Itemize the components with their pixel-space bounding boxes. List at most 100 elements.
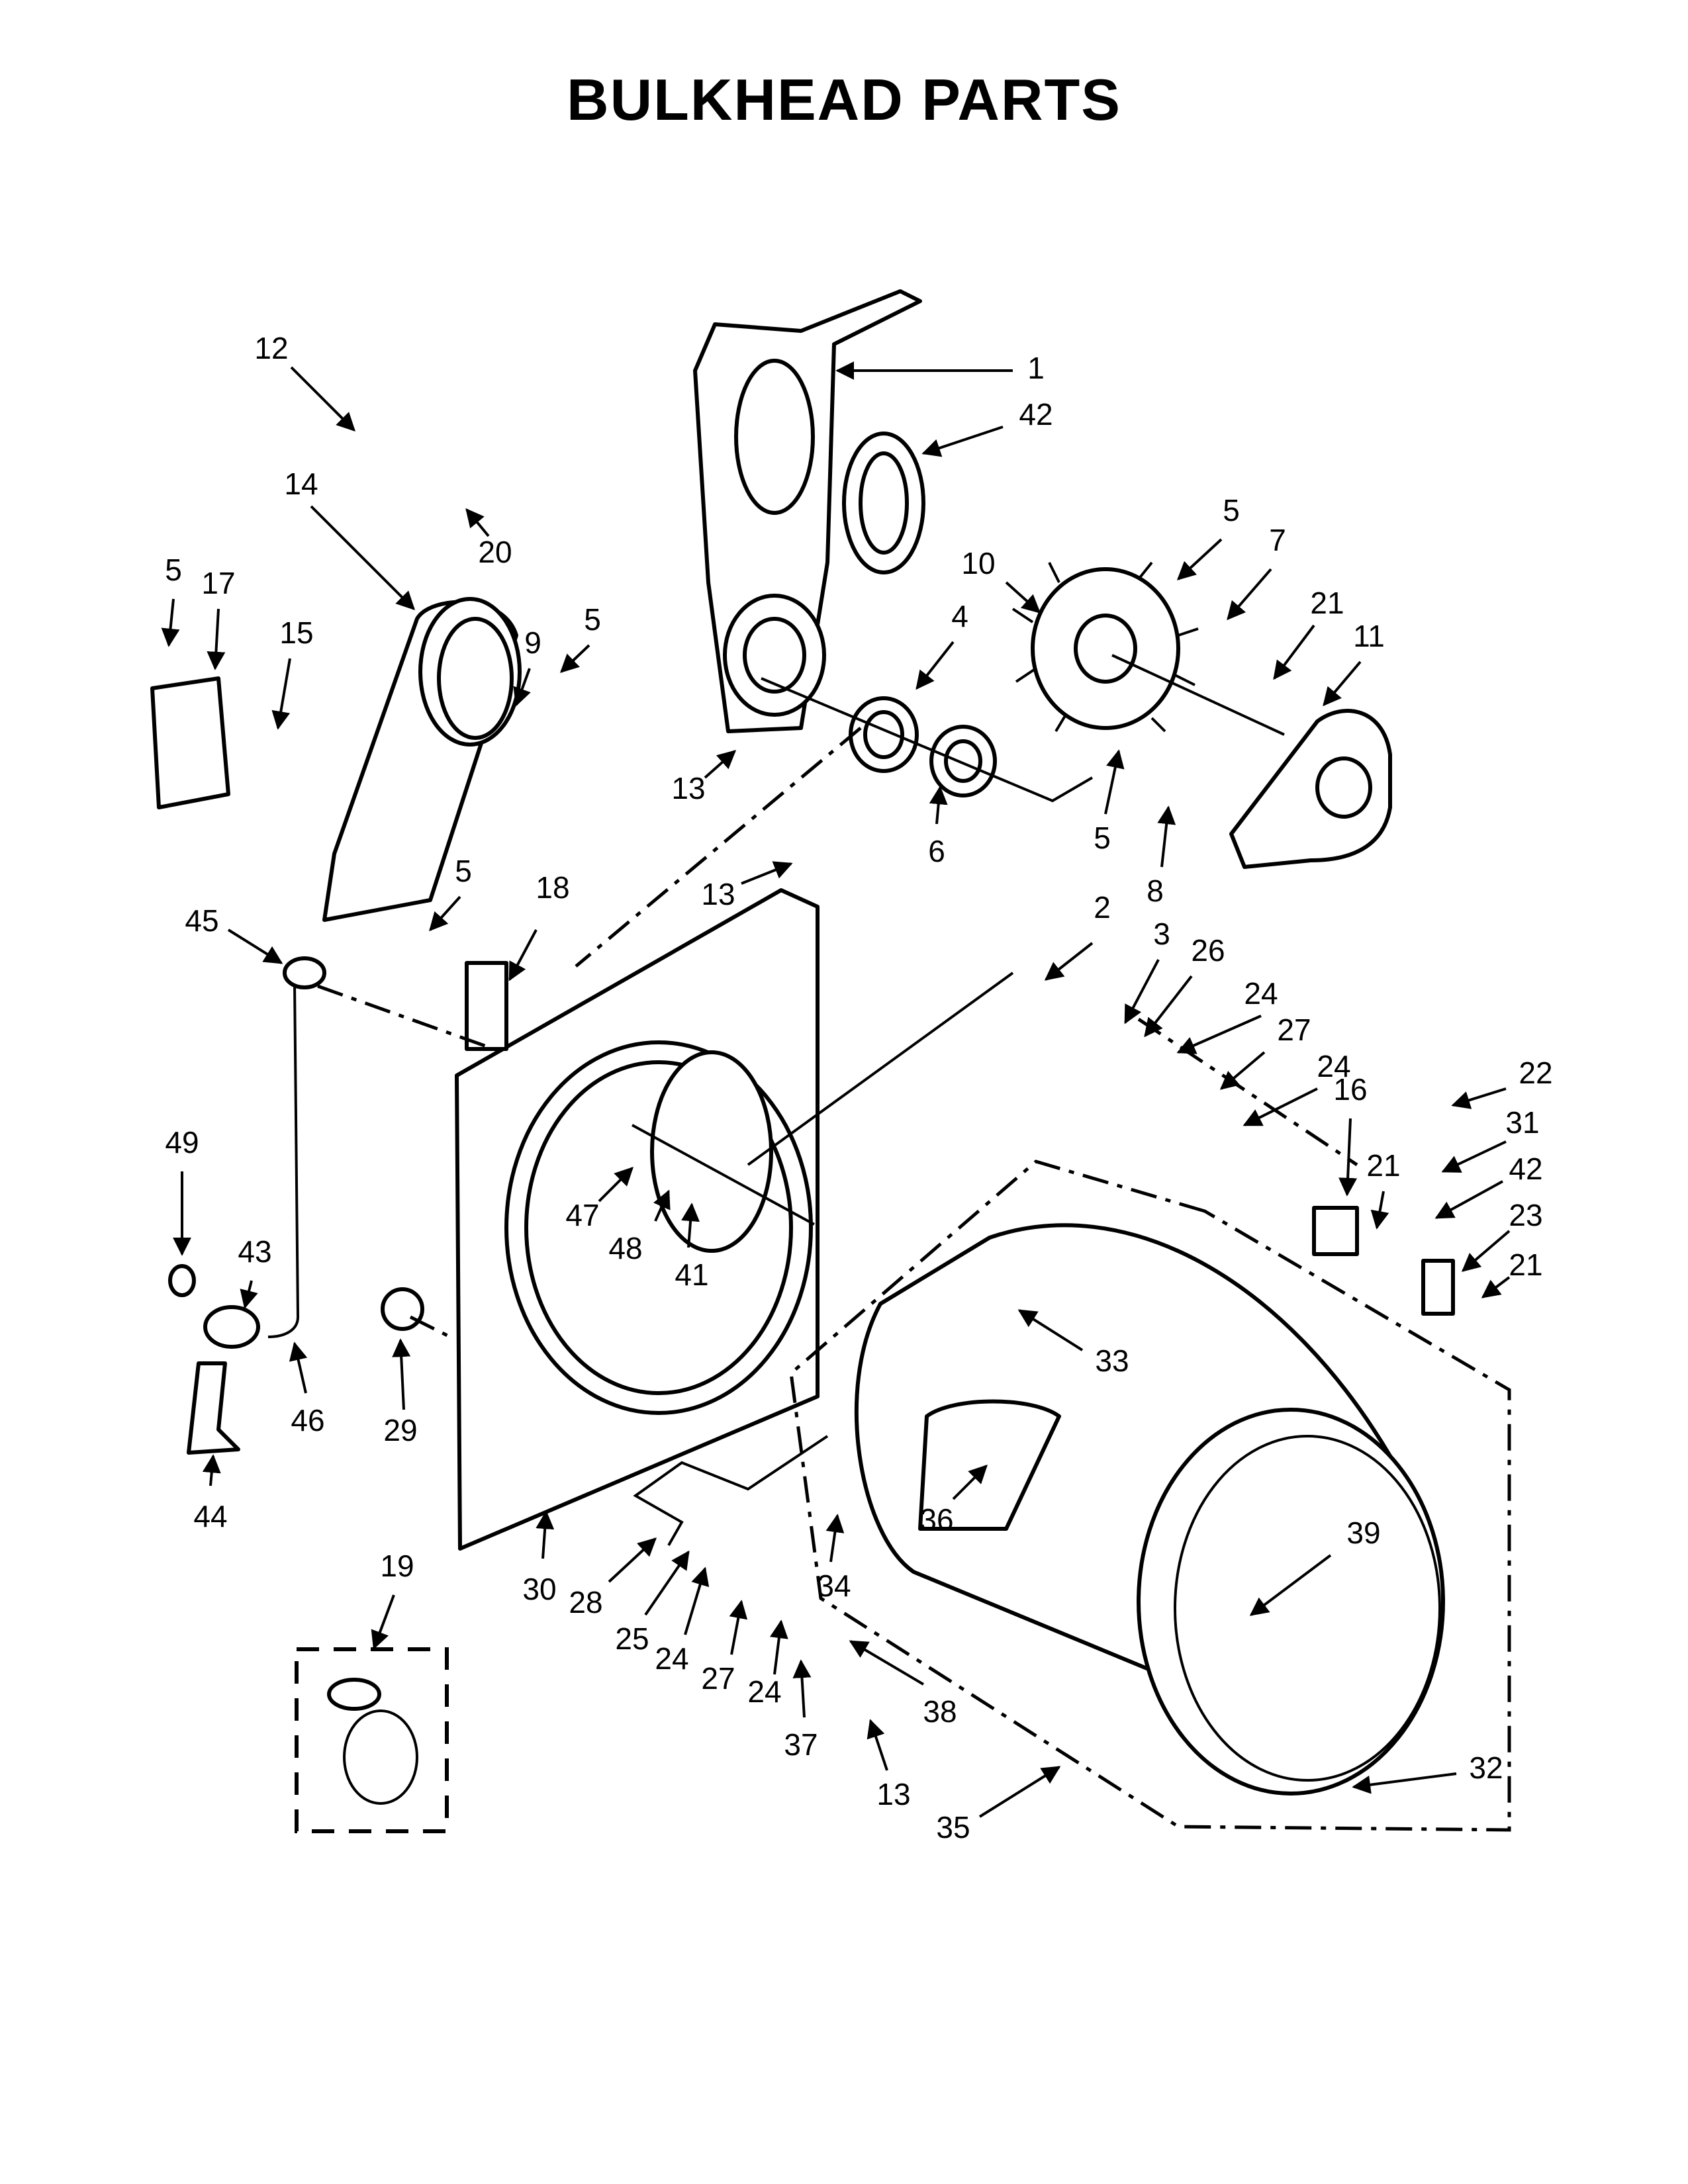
leader-line: [632, 1124, 815, 1226]
callout-16: 16: [1333, 1072, 1368, 1197]
kit-box: [295, 1647, 449, 1833]
drum-seal-band: [789, 1160, 1511, 1832]
svg-text:17: 17: [201, 566, 235, 600]
callout-22: 22: [1451, 1056, 1553, 1109]
leader-line: [633, 1435, 829, 1546]
callout-31: 31: [1441, 1105, 1540, 1173]
inlet-hose: [267, 982, 300, 1338]
leader-line: [1111, 654, 1285, 736]
callout-24a: 24: [1176, 976, 1278, 1054]
thermostat-bracket: [1421, 1259, 1455, 1316]
callout-40: 42: [921, 397, 1053, 457]
callout-14: 14: [284, 467, 415, 610]
assembly-line: [1137, 1017, 1358, 1167]
callout-11: 11: [1323, 619, 1385, 707]
callout-9: 9: [513, 625, 541, 707]
svg-text:29: 29: [383, 1413, 417, 1447]
svg-text:42: 42: [1509, 1152, 1542, 1186]
callout-37: 37: [784, 1659, 818, 1762]
svg-text:44: 44: [193, 1499, 227, 1533]
svg-text:22: 22: [1519, 1056, 1552, 1090]
callout-7: 7: [1227, 523, 1286, 621]
callout-13b: 13: [701, 861, 793, 911]
callout-36: 36: [919, 1465, 988, 1537]
callout-39: 39: [1249, 1516, 1381, 1616]
callout-21b: 21: [1366, 1148, 1401, 1230]
blower-wheel: [1011, 561, 1199, 733]
valve-body: [203, 1305, 260, 1349]
assembly-line: [409, 1315, 451, 1339]
svg-text:43: 43: [238, 1234, 271, 1269]
callout-27a: 27: [1219, 1013, 1311, 1090]
callout-19: 19: [371, 1549, 414, 1650]
washer: [168, 1264, 196, 1297]
callout-5b: 5: [161, 553, 182, 647]
svg-text:21: 21: [1509, 1248, 1542, 1282]
callout-20: 20: [465, 508, 512, 569]
callout-43: 43: [238, 1234, 272, 1309]
inlet-bracket: [187, 1361, 240, 1455]
svg-text:31: 31: [1505, 1105, 1539, 1140]
svg-text:21: 21: [1366, 1148, 1400, 1183]
svg-text:3: 3: [1153, 917, 1170, 951]
svg-text:8: 8: [1147, 874, 1164, 908]
callout-17: 17: [201, 566, 236, 670]
callout-8: 8: [1147, 805, 1176, 908]
hex-nut: [381, 1287, 424, 1331]
callout-13c: 13: [867, 1719, 911, 1811]
svg-text:47: 47: [565, 1198, 599, 1232]
svg-text:6: 6: [928, 834, 945, 868]
svg-text:4: 4: [951, 599, 968, 633]
callout-41: 41: [675, 1203, 709, 1292]
svg-text:39: 39: [1346, 1516, 1380, 1550]
callout-6: 6: [928, 786, 948, 868]
callout-24c: 24: [655, 1567, 710, 1676]
callout-26: 26: [1144, 933, 1225, 1038]
callout-1: 1: [835, 351, 1045, 385]
callout-46: 46: [289, 1342, 325, 1437]
svg-text:38: 38: [923, 1694, 957, 1729]
svg-text:25: 25: [615, 1621, 649, 1656]
callout-24b: 24: [1243, 1049, 1351, 1126]
svg-text:5: 5: [165, 553, 182, 587]
svg-text:23: 23: [1509, 1198, 1542, 1232]
page-title: BULKHEAD PARTS: [567, 67, 1121, 132]
svg-text:21: 21: [1310, 586, 1344, 620]
svg-text:5: 5: [1223, 493, 1240, 527]
callout-3: 3: [1124, 917, 1170, 1024]
callout-5c: 5: [559, 602, 601, 673]
lint-screen: [150, 676, 230, 809]
svg-text:12: 12: [254, 331, 288, 365]
svg-text:9: 9: [524, 625, 541, 660]
callout-47: 47: [565, 1167, 633, 1232]
callout-42: 42: [1434, 1152, 1543, 1219]
svg-text:27: 27: [1277, 1013, 1311, 1047]
svg-text:27: 27: [701, 1661, 735, 1696]
callout-21c: 21: [1481, 1248, 1543, 1298]
callout-5d: 5: [429, 854, 472, 932]
callout-15: 15: [271, 615, 314, 730]
callout-12: 12: [254, 331, 355, 432]
callout-4: 4: [915, 599, 968, 690]
svg-text:37: 37: [784, 1727, 818, 1762]
svg-text:26: 26: [1191, 933, 1225, 968]
svg-text:49: 49: [165, 1125, 199, 1160]
assembly-line: [317, 984, 504, 1054]
callout-45: 45: [185, 903, 283, 964]
callout-24d: 24: [747, 1619, 788, 1709]
svg-text:28: 28: [569, 1585, 602, 1619]
svg-text:19: 19: [380, 1549, 414, 1583]
svg-text:24: 24: [1244, 976, 1278, 1011]
callout-5a: 5: [1176, 493, 1240, 580]
elbow-fitting: [283, 956, 326, 989]
leader-line: [747, 972, 1014, 1166]
callout-23: 23: [1461, 1198, 1543, 1272]
callout-48: 48: [608, 1189, 671, 1265]
callout-10: 10: [961, 546, 1041, 614]
svg-text:18: 18: [536, 870, 569, 905]
svg-text:20: 20: [478, 535, 512, 569]
svg-text:2: 2: [1094, 890, 1111, 925]
svg-text:32: 32: [1469, 1751, 1503, 1785]
callout-13a: 13: [671, 750, 737, 805]
assembly-line: [575, 727, 862, 968]
